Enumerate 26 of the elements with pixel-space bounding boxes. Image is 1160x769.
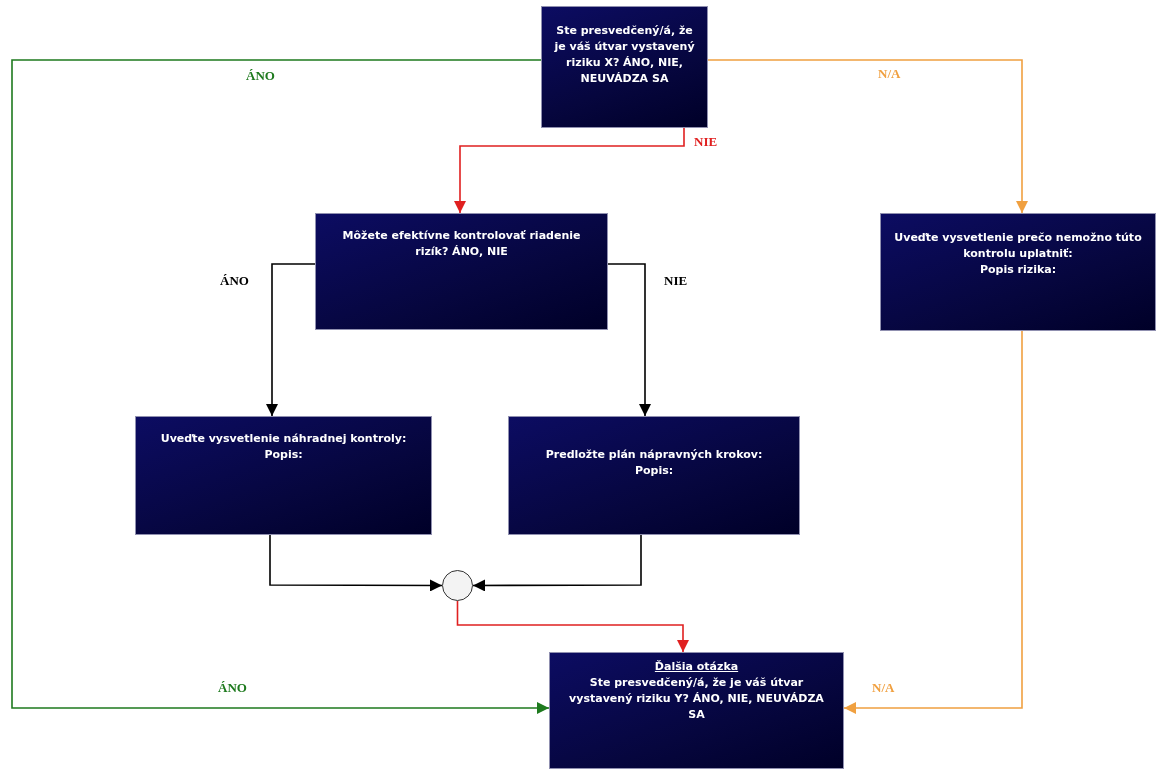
- box-heading: Ďalšia otázka: [654, 659, 739, 675]
- process-box: [315, 213, 608, 330]
- junction-circle: [442, 570, 473, 601]
- process-box: [549, 652, 844, 769]
- connector-arrow: [707, 59, 1028, 214]
- connector-arrow: [607, 263, 651, 417]
- box-text: Ste presvedčený/á, že je váš útvar vystavený riziku Y? ÁNO, NIE, NEUVÁDZA SA: [568, 675, 825, 723]
- box-text: Uveďte vysvetlenie prečo nemožno túto kontrolu uplatniť:: [893, 230, 1143, 262]
- connector-arrow: [843, 330, 1023, 714]
- box-text: Predložte plán nápravných krokov:: [545, 447, 763, 463]
- connector-arrow: [266, 263, 316, 417]
- connector-arrow: [456, 600, 689, 653]
- process-box: [508, 416, 800, 535]
- box-text: Môžete efektívne kontrolovať riadenie rizík? ÁNO, NIE: [341, 228, 582, 260]
- connector-arrow: [454, 127, 685, 214]
- box-text: Popis rizika:: [979, 262, 1057, 278]
- box-text: Uveďte vysvetlenie náhradnej kontroly:: [160, 431, 407, 447]
- box-text: Ste presvedčený/á, že je váš útvar vystavený riziku X? ÁNO, NIE, NEUVÁDZA SA: [553, 23, 696, 87]
- connector-arrow: [472, 534, 642, 592]
- connector-arrow: [11, 59, 550, 714]
- process-box: [541, 6, 708, 128]
- process-box: [880, 213, 1156, 331]
- box-text: Popis:: [264, 447, 303, 463]
- process-box: [135, 416, 432, 535]
- connector-arrow: [269, 534, 443, 592]
- box-text: Popis:: [634, 463, 674, 479]
